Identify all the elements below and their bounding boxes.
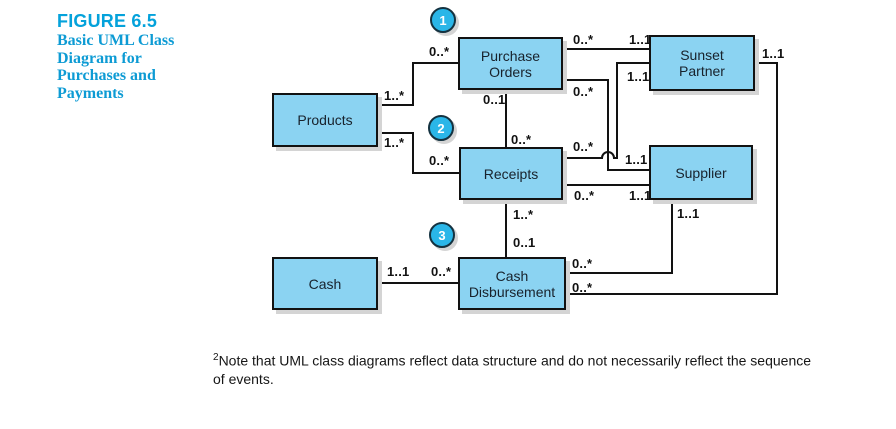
- class-label: Receipts: [483, 165, 539, 182]
- edge-products-receipts: [378, 132, 459, 174]
- edge-cash-disbursement-sunset-partner: [566, 62, 778, 295]
- multiplicity-label: 1..1: [629, 32, 652, 47]
- multiplicity-label: 1..*: [384, 88, 405, 103]
- class-purchase-orders: Purchase Orders: [458, 37, 563, 90]
- class-cash: Cash: [272, 257, 378, 310]
- class-label: Purchase: [480, 47, 541, 64]
- multiplicity-label: 1..*: [384, 135, 405, 150]
- step-marker-3: 3: [429, 222, 455, 248]
- multiplicity-label: 1..1: [627, 69, 650, 84]
- step-marker-1: 1: [430, 7, 456, 33]
- edge-sunset-partner-receipts: [563, 62, 649, 159]
- class-label: Supplier: [675, 164, 727, 181]
- multiplicity-label: 0..*: [429, 153, 450, 168]
- multiplicity-label: 0..*: [573, 32, 594, 47]
- class-label: Cash: [308, 275, 342, 292]
- footnote-text-line1: Note that UML class diagrams reflect dat…: [218, 352, 812, 369]
- step-marker-2: 2: [428, 115, 454, 141]
- figure-caption-line: Basic UML Class: [57, 32, 175, 49]
- multiplicity-label: 1..*: [513, 207, 534, 222]
- class-supplier: Supplier: [649, 145, 753, 200]
- multiplicity-label: 0..*: [573, 84, 594, 99]
- footnote: 2Note that UML class diagrams reflect da…: [213, 349, 833, 388]
- edge-purchase-orders-supplier: [563, 79, 649, 171]
- multiplicity-label: 0..*: [572, 256, 593, 271]
- class-label: Products: [297, 112, 353, 128]
- multiplicity-label: 0..1: [483, 92, 506, 107]
- figure-caption: Basic UML Class Diagram for Purchases an…: [57, 32, 187, 102]
- class-cash-disbursement: Cash Disbursement: [458, 257, 566, 310]
- multiplicity-label: 1..1: [387, 264, 410, 279]
- figure-caption-line: Diagram for: [57, 49, 142, 67]
- class-label: Orders: [489, 63, 532, 80]
- class-sunset-partner: Sunset Partner: [649, 35, 755, 91]
- class-receipts: Receipts: [459, 147, 563, 200]
- multiplicity-label: 0..1: [513, 235, 536, 250]
- footnote-text-line2: of events.: [213, 370, 274, 387]
- multiplicity-label: 0..*: [573, 139, 594, 154]
- multiplicity-label: 1..1: [762, 46, 785, 61]
- figure-label: FIGURE 6.5: [57, 11, 158, 31]
- multiplicity-label: 0..*: [574, 188, 595, 203]
- footnote-marker: 2: [213, 352, 219, 363]
- figure-caption-line: Purchases and: [57, 67, 156, 84]
- multiplicity-label: 0..*: [572, 280, 593, 295]
- edge-products-purchase-orders: [378, 62, 458, 106]
- multiplicity-label: 0..*: [429, 44, 450, 59]
- class-label: Sunset: [680, 47, 724, 63]
- multiplicity-label: 0..*: [511, 132, 532, 147]
- multiplicity-label: 1..1: [629, 188, 652, 203]
- multiplicity-label: 1..1: [677, 206, 700, 221]
- class-label: Partner: [679, 63, 725, 79]
- class-label: Cash: [495, 267, 529, 284]
- edge-cash-disbursement-supplier: [566, 200, 673, 274]
- multiplicity-label: 0..*: [431, 264, 452, 279]
- class-products: Products: [272, 93, 378, 147]
- class-label: Disbursement: [468, 283, 556, 300]
- figure-caption-line: Payments: [57, 84, 124, 102]
- multiplicity-label: 1..1: [625, 152, 648, 167]
